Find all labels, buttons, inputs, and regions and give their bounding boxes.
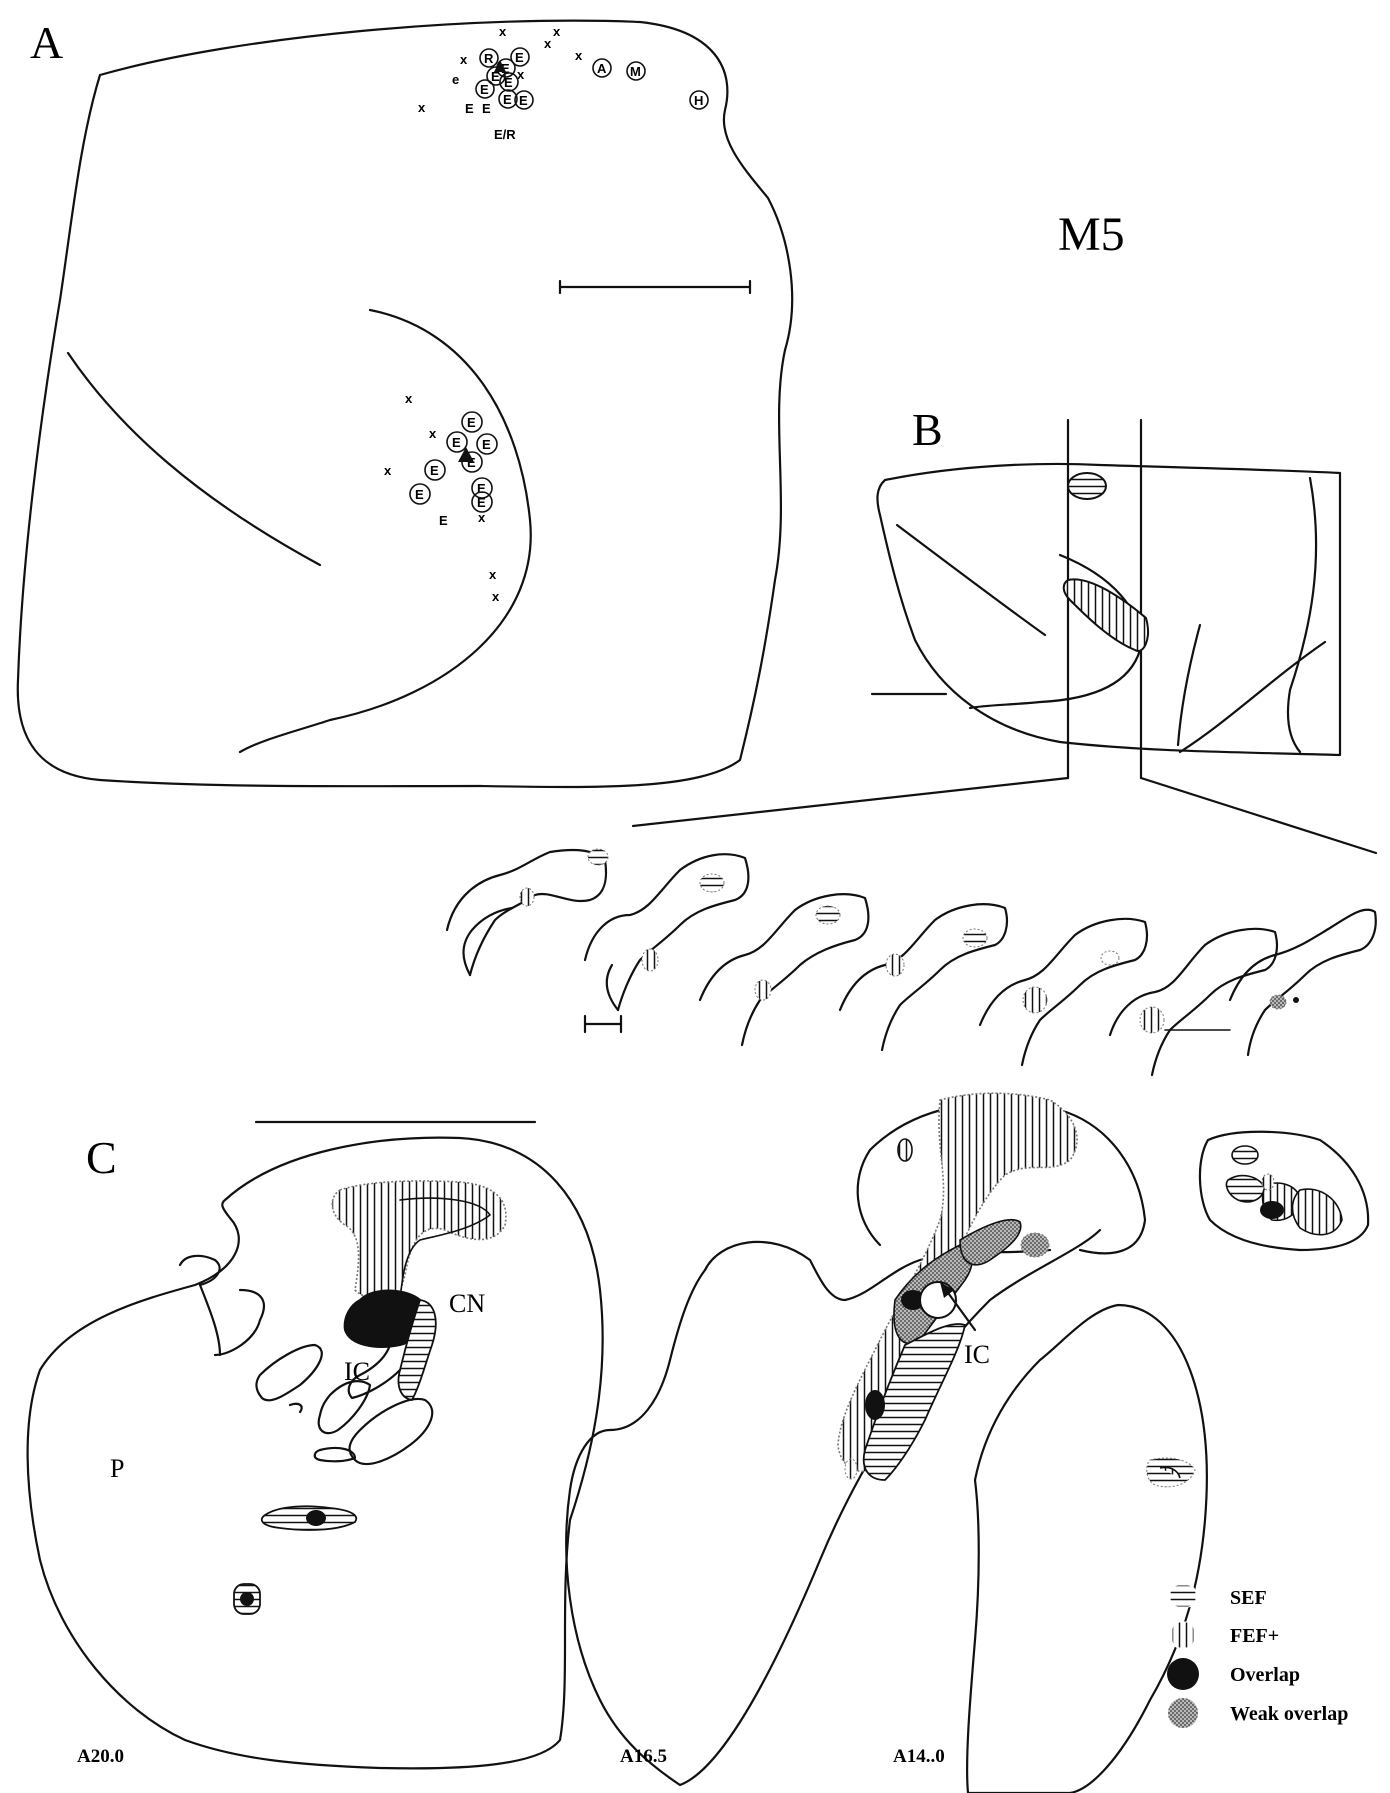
serial-section-6 bbox=[1110, 929, 1277, 1075]
legend-sef-swatch bbox=[1170, 1585, 1196, 1607]
panel-b-sef-region bbox=[1068, 473, 1106, 499]
panel-b: B bbox=[633, 404, 1376, 853]
panel-b-letter: B bbox=[912, 404, 943, 455]
site-e-label: E bbox=[503, 92, 512, 107]
serial-section-1 bbox=[447, 849, 608, 975]
section-weak-spot bbox=[1270, 995, 1286, 1009]
figure-id-label: M5 bbox=[1058, 208, 1125, 261]
site-x-marker: x bbox=[418, 100, 426, 115]
site-e-small-marker: e bbox=[452, 72, 459, 87]
section-a165-overlap-region bbox=[865, 1390, 885, 1420]
section-fef-spot bbox=[755, 980, 771, 1000]
legend-item-overlap: Overlap bbox=[1167, 1658, 1300, 1690]
site-e-plain-label: E bbox=[465, 101, 474, 116]
section-a165-ic-label: IC bbox=[964, 1340, 990, 1369]
section-sef-spot bbox=[700, 874, 724, 892]
serial-section-5 bbox=[980, 919, 1147, 1065]
site-x-marker: x bbox=[405, 391, 413, 406]
section-inset bbox=[1200, 1132, 1368, 1250]
legend-overlap-label: Overlap bbox=[1230, 1664, 1300, 1686]
section-fef-spot bbox=[520, 888, 534, 906]
panel-b-serial-sections bbox=[447, 849, 1376, 1075]
site-x-marker: x bbox=[429, 426, 437, 441]
serial-section-7 bbox=[1230, 910, 1376, 1055]
legend-item-sef: SEF bbox=[1170, 1585, 1267, 1609]
section-a165-label: A16.5 bbox=[620, 1746, 667, 1767]
section-weak-spot bbox=[1101, 951, 1119, 965]
site-e-label: E bbox=[480, 82, 489, 97]
site-e-label: E bbox=[415, 487, 424, 502]
site-e-plain-label: E bbox=[482, 101, 491, 116]
legend-fef-swatch bbox=[1172, 1622, 1194, 1648]
site-x-marker: x bbox=[489, 567, 497, 582]
section-a165-outline bbox=[566, 1230, 1100, 1785]
section-a20-ic-label: IC bbox=[344, 1357, 370, 1386]
site-r-label: R bbox=[484, 51, 494, 66]
site-e-plain-label: E bbox=[439, 513, 448, 528]
section-a14-label: A14..0 bbox=[893, 1746, 945, 1767]
panel-a-sef-sites: x x x x x x x e R E E E E E E E E E E/R … bbox=[418, 24, 708, 142]
panel-b-fef-region bbox=[1064, 579, 1148, 651]
panel-a-letter: A bbox=[30, 17, 63, 68]
section-a20-overlap-patch bbox=[306, 1510, 326, 1526]
section-fef-spot bbox=[886, 954, 904, 976]
legend-weak-overlap-label: Weak overlap bbox=[1230, 1703, 1348, 1725]
panel-b-sulcus bbox=[897, 525, 1045, 635]
site-x-marker: x bbox=[384, 463, 392, 478]
site-x-marker: x bbox=[575, 48, 583, 63]
site-e-label: E bbox=[515, 50, 524, 65]
legend-sef-label: SEF bbox=[1230, 1587, 1267, 1609]
panel-c: C CN IC P A20.0 bbox=[28, 1093, 1369, 1793]
legend-weak-overlap-swatch bbox=[1168, 1698, 1198, 1728]
site-x-marker: x bbox=[553, 24, 561, 39]
legend: SEF FEF+ Overlap Weak overlap bbox=[1167, 1585, 1348, 1728]
section-a20: CN IC P A20.0 bbox=[28, 1138, 603, 1769]
site-e-label: E bbox=[452, 435, 461, 450]
site-x-marker: x bbox=[499, 24, 507, 39]
panel-b-medial-line bbox=[1288, 478, 1316, 752]
site-x-marker: x bbox=[544, 36, 552, 51]
site-m-label: M bbox=[630, 64, 641, 79]
section-sef-spot bbox=[588, 849, 608, 865]
panel-a-sulcus-left bbox=[68, 353, 320, 565]
site-x-marker: x bbox=[460, 52, 468, 67]
site-e-label: E bbox=[482, 437, 491, 452]
legend-item-weak-overlap: Weak overlap bbox=[1168, 1698, 1348, 1728]
section-a20-p-label: P bbox=[110, 1454, 124, 1483]
panel-a-sulcus-arcuate bbox=[240, 310, 531, 752]
section-a20-label: A20.0 bbox=[77, 1746, 124, 1767]
section-a20-cn-label: CN bbox=[449, 1289, 485, 1318]
section-fef-spot bbox=[642, 949, 658, 971]
section-sef-spot bbox=[816, 906, 840, 924]
site-er-label: E/R bbox=[494, 127, 516, 142]
site-e-label: E bbox=[477, 481, 486, 496]
site-e-label: E bbox=[519, 93, 528, 108]
serial-section-3 bbox=[700, 894, 868, 1045]
panel-c-letter: C bbox=[86, 1132, 117, 1183]
serial-section-2 bbox=[585, 854, 748, 1010]
site-e-label: E bbox=[504, 75, 513, 90]
section-a165: IC A16.5 bbox=[566, 1093, 1145, 1785]
section-sef-spot bbox=[963, 929, 987, 947]
legend-overlap-swatch bbox=[1167, 1658, 1199, 1690]
section-fef-spot bbox=[1023, 987, 1047, 1013]
site-e-label: E bbox=[477, 495, 486, 510]
site-x-marker: x bbox=[492, 589, 500, 604]
legend-item-fef: FEF+ bbox=[1172, 1622, 1279, 1648]
panel-b-expansion-line-right bbox=[1141, 778, 1376, 853]
panel-a-fef-sites: x x x x x x E E E E E E E E E bbox=[384, 391, 500, 604]
legend-fef-label: FEF+ bbox=[1230, 1625, 1279, 1647]
panel-b-lower-sulcus-2 bbox=[1178, 625, 1200, 745]
serial-section-4 bbox=[840, 904, 1007, 1050]
site-e-label: E bbox=[467, 415, 476, 430]
panel-b-lower-sulcus bbox=[1180, 642, 1325, 752]
section-fef-spot bbox=[1140, 1007, 1164, 1033]
panel-b-expansion-line-left bbox=[633, 778, 1068, 826]
site-h-label: H bbox=[694, 93, 703, 108]
site-a-label: A bbox=[597, 61, 607, 76]
site-e-label: E bbox=[430, 463, 439, 478]
